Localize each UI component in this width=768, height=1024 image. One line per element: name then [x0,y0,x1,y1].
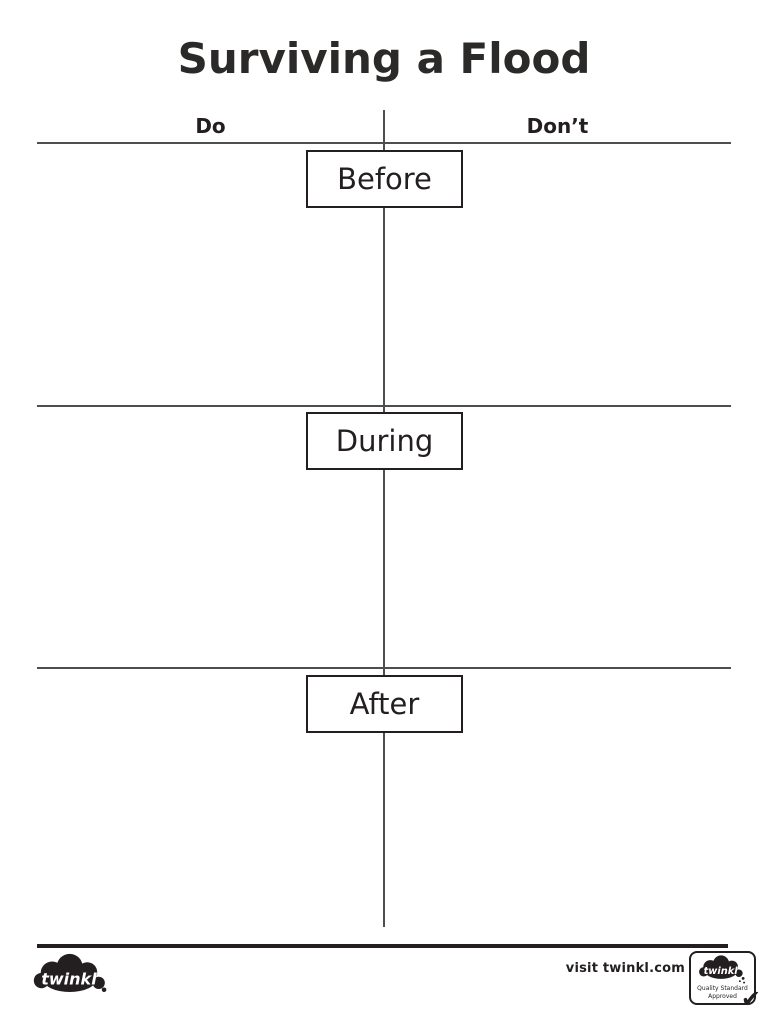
section-divider-before [37,142,731,144]
twinkl-logo-text: twinkl [41,969,97,988]
twinkl-logo-icon: twinkl [33,953,107,993]
badge-approval-text: Quality Standard Approved [691,985,754,1001]
footer-divider-line [37,944,728,948]
page-title: Surviving a Flood [177,34,591,83]
section-label-box-before: Before [306,150,463,208]
section-divider-during [37,405,731,407]
visit-twinkl-text: visit twinkl.com [565,961,685,976]
column-header-do: Do [195,114,226,138]
section-label-during: During [335,424,434,458]
checkmark-icon: ✔ [740,985,761,1013]
section-label-before: Before [337,162,432,196]
badge-approval-line2: Approved [708,993,737,1000]
section-label-box-after: After [306,675,463,733]
badge-approval-line1: Quality Standard [697,985,748,992]
section-label-box-during: During [306,412,463,470]
badge-logo-text: twinkl [704,966,739,977]
twinkl-badge-logo-icon: twinkl [699,955,745,984]
center-divider-line [383,110,385,927]
section-label-after: After [349,687,420,721]
quality-standard-badge: twinkl Quality Standard Approved ✔ [689,951,761,1011]
section-divider-after [37,667,731,669]
column-header-dont: Don’t [526,114,589,138]
